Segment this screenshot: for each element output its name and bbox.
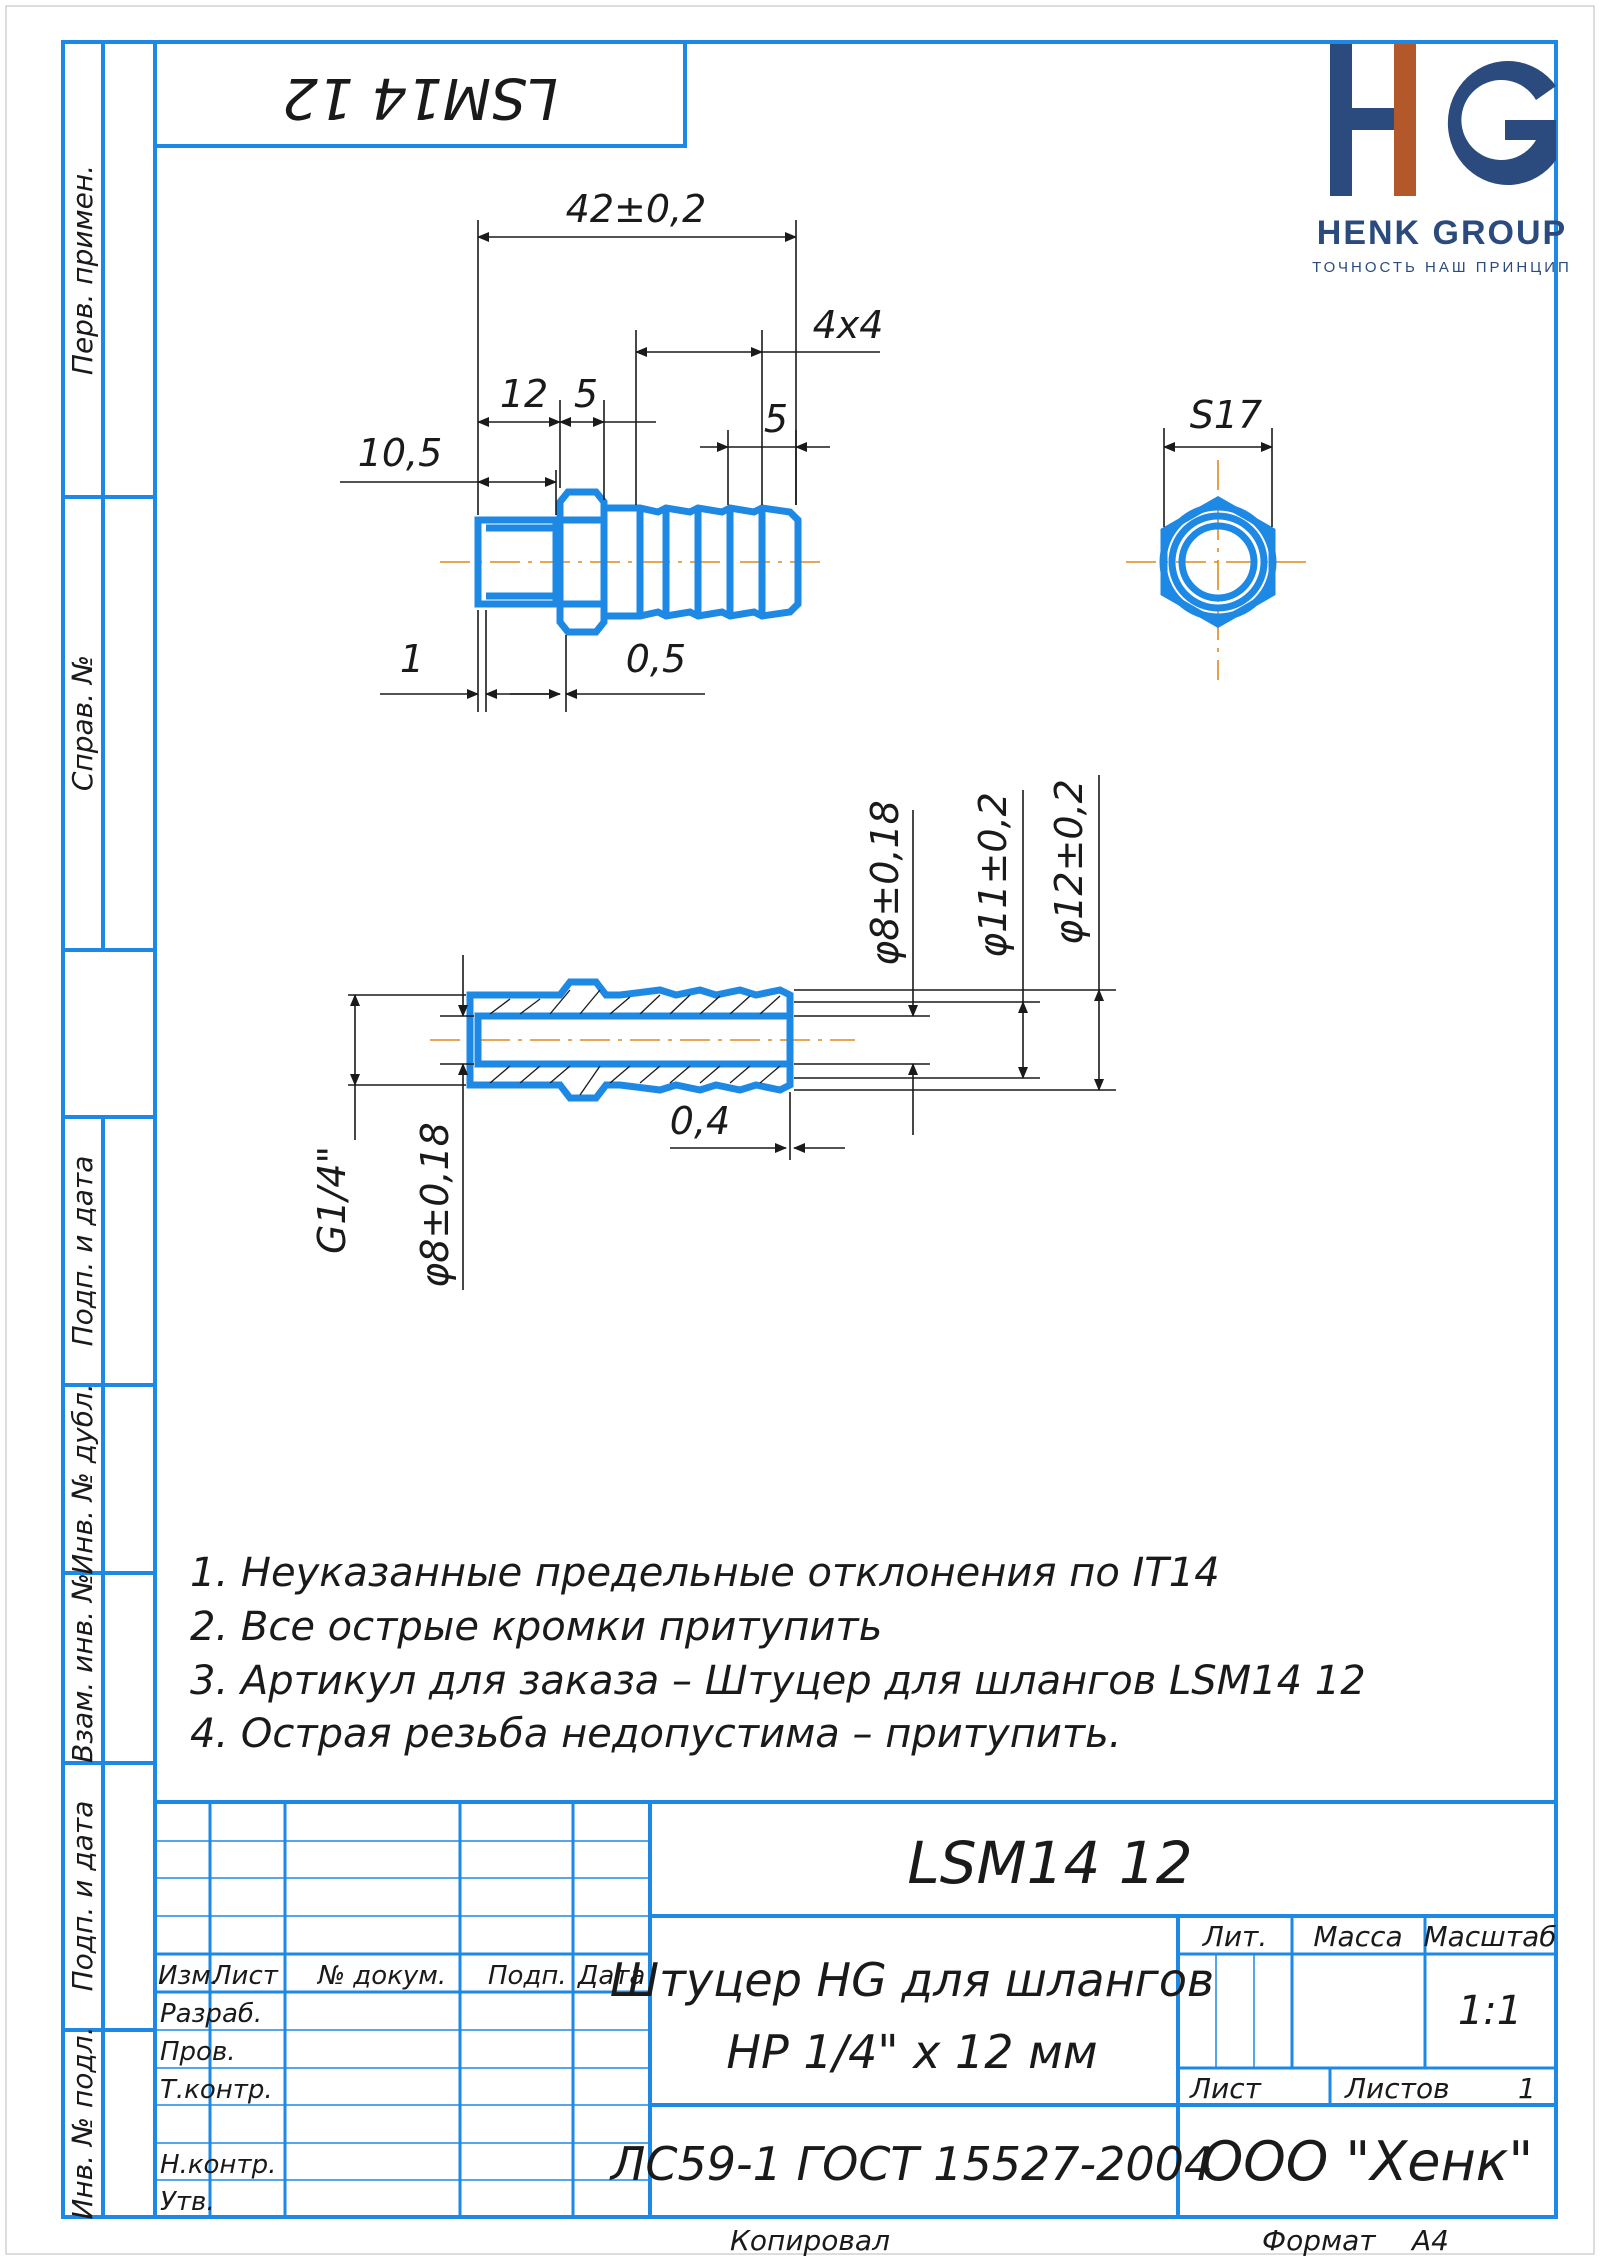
label-podp-data-2: Подп. и дата <box>66 1801 99 1992</box>
col-header-doc: № докум. <box>316 1961 446 1991</box>
dim-hex-width-text: 5 <box>574 372 598 416</box>
dim-overall-length-text: 42±0,2 <box>566 187 707 231</box>
note-4: 4. Острая резьба недопустима – притупить… <box>190 1711 1121 1757</box>
label-sprav: Справ. № <box>66 655 99 791</box>
logo-tagline: ТОЧНОСТЬ НАШ ПРИНЦИП <box>1312 259 1572 276</box>
logo-hg-mark <box>1330 44 1556 196</box>
barb-section <box>600 504 802 620</box>
scale-value: 1:1 <box>1458 1988 1522 2034</box>
role-utv: Утв. <box>160 2187 215 2217</box>
side-view: 42±0,2 4x4 12 5 5 10,5 1 0,5 <box>340 187 883 712</box>
dim-chamfer-right-text: 0,5 <box>626 637 686 681</box>
scale-label: Масштаб <box>1423 1920 1556 1953</box>
sheet-label: Лист <box>1189 2072 1262 2105</box>
sheets-label: Листов <box>1344 2072 1450 2105</box>
section-outline <box>466 978 794 1102</box>
sheets-total: 1 <box>1518 2072 1536 2105</box>
format-value: А4 <box>1410 2224 1449 2257</box>
logo-company-name: HENK GROUP <box>1317 214 1567 252</box>
role-razrab: Разраб. <box>160 1999 262 2029</box>
role-prov: Пров. <box>160 2037 236 2067</box>
col-header-date: Дата <box>577 1961 645 1991</box>
end-view: S17 <box>1126 393 1310 680</box>
label-vzam-inv: Взам. инв. № <box>66 1573 99 1763</box>
dim-edge-text: 0,4 <box>670 1099 730 1143</box>
hex-section <box>556 488 608 636</box>
company-name: ООО "Хенк" <box>1201 2130 1534 2193</box>
dim-diam-12-text: φ12±0,2 <box>1047 779 1091 945</box>
dim-groove-spec-text: 4x4 <box>813 303 884 347</box>
lit-label: Лит. <box>1202 1920 1267 1953</box>
dim-groove-pitch-text: 5 <box>764 397 788 441</box>
col-header-list: Лист <box>211 1961 279 1991</box>
hex-outline <box>1160 495 1276 629</box>
dim-bore-right-text: φ8±0,18 <box>863 800 907 966</box>
dim-bore-left-text: φ8±0,18 <box>413 1122 457 1288</box>
dim-hex-size-text: S17 <box>1190 393 1262 437</box>
label-inv-dubl: Инв. № дубл. <box>66 1383 99 1575</box>
dim-thread-length-text: 12 <box>500 372 548 416</box>
part-name-line2: НР 1/4" x 12 мм <box>726 2025 1097 2079</box>
sheet-frame <box>61 40 1558 2219</box>
note-3: 3. Артикул для заказа – Штуцер для шланг… <box>190 1658 1366 1704</box>
note-1: 1. Неуказанные предельные отклонения по … <box>190 1550 1220 1596</box>
dim-chamfer-left-text: 1 <box>400 637 424 681</box>
role-nkontr: Н.контр. <box>160 2150 276 2180</box>
title-block: Изм. Лист № докум. Подп. Дата Разраб. Пр… <box>155 1800 1557 2217</box>
dim-thread-g-text: G1/4" <box>310 1146 354 1254</box>
title-code: LSM14 12 <box>907 1829 1192 1897</box>
stamp-code-text: LSM14 12 <box>282 65 557 130</box>
dim-shoulder-text: 10,5 <box>358 431 443 475</box>
code-stamp: LSM14 12 <box>153 40 687 148</box>
col-header-sign: Подп. <box>488 1961 567 1991</box>
section-view: G1/4" φ8±0,18 φ8±0,18 φ11±0,2 φ12±0,2 0,… <box>310 775 1116 1290</box>
section-hatching <box>489 989 781 1096</box>
dim-diam-11-text: φ11±0,2 <box>971 792 1015 958</box>
label-podp-data-1: Подп. и дата <box>66 1156 99 1347</box>
company-logo: HENK GROUP ТОЧНОСТЬ НАШ ПРИНЦИП <box>1312 44 1572 276</box>
material: ЛС59-1 ГОСТ 15527-2004 <box>609 2137 1213 2191</box>
label-inv-podl: Инв. № подл. <box>66 2026 99 2219</box>
note-2: 2. Все острые кромки притупить <box>190 1604 882 1650</box>
thread-section <box>474 516 560 608</box>
label-perv-primen: Перв. примен. <box>66 165 99 375</box>
part-name-line1: Штуцер HG для шлангов <box>610 1953 1214 2007</box>
mass-label: Масса <box>1313 1920 1402 1953</box>
role-tkontr: Т.контр. <box>160 2075 273 2105</box>
left-strip-labels: Перв. примен. Справ. № Подп. и дата Инв.… <box>66 165 99 2220</box>
col-header-izm: Изм. <box>158 1961 219 1991</box>
format-label: Формат <box>1262 2224 1376 2257</box>
section-bore <box>474 1012 794 1068</box>
copied-label: Копировал <box>730 2224 890 2257</box>
technical-notes: 1. Неуказанные предельные отклонения по … <box>190 1550 1366 1757</box>
trim-line <box>5 5 1595 2255</box>
